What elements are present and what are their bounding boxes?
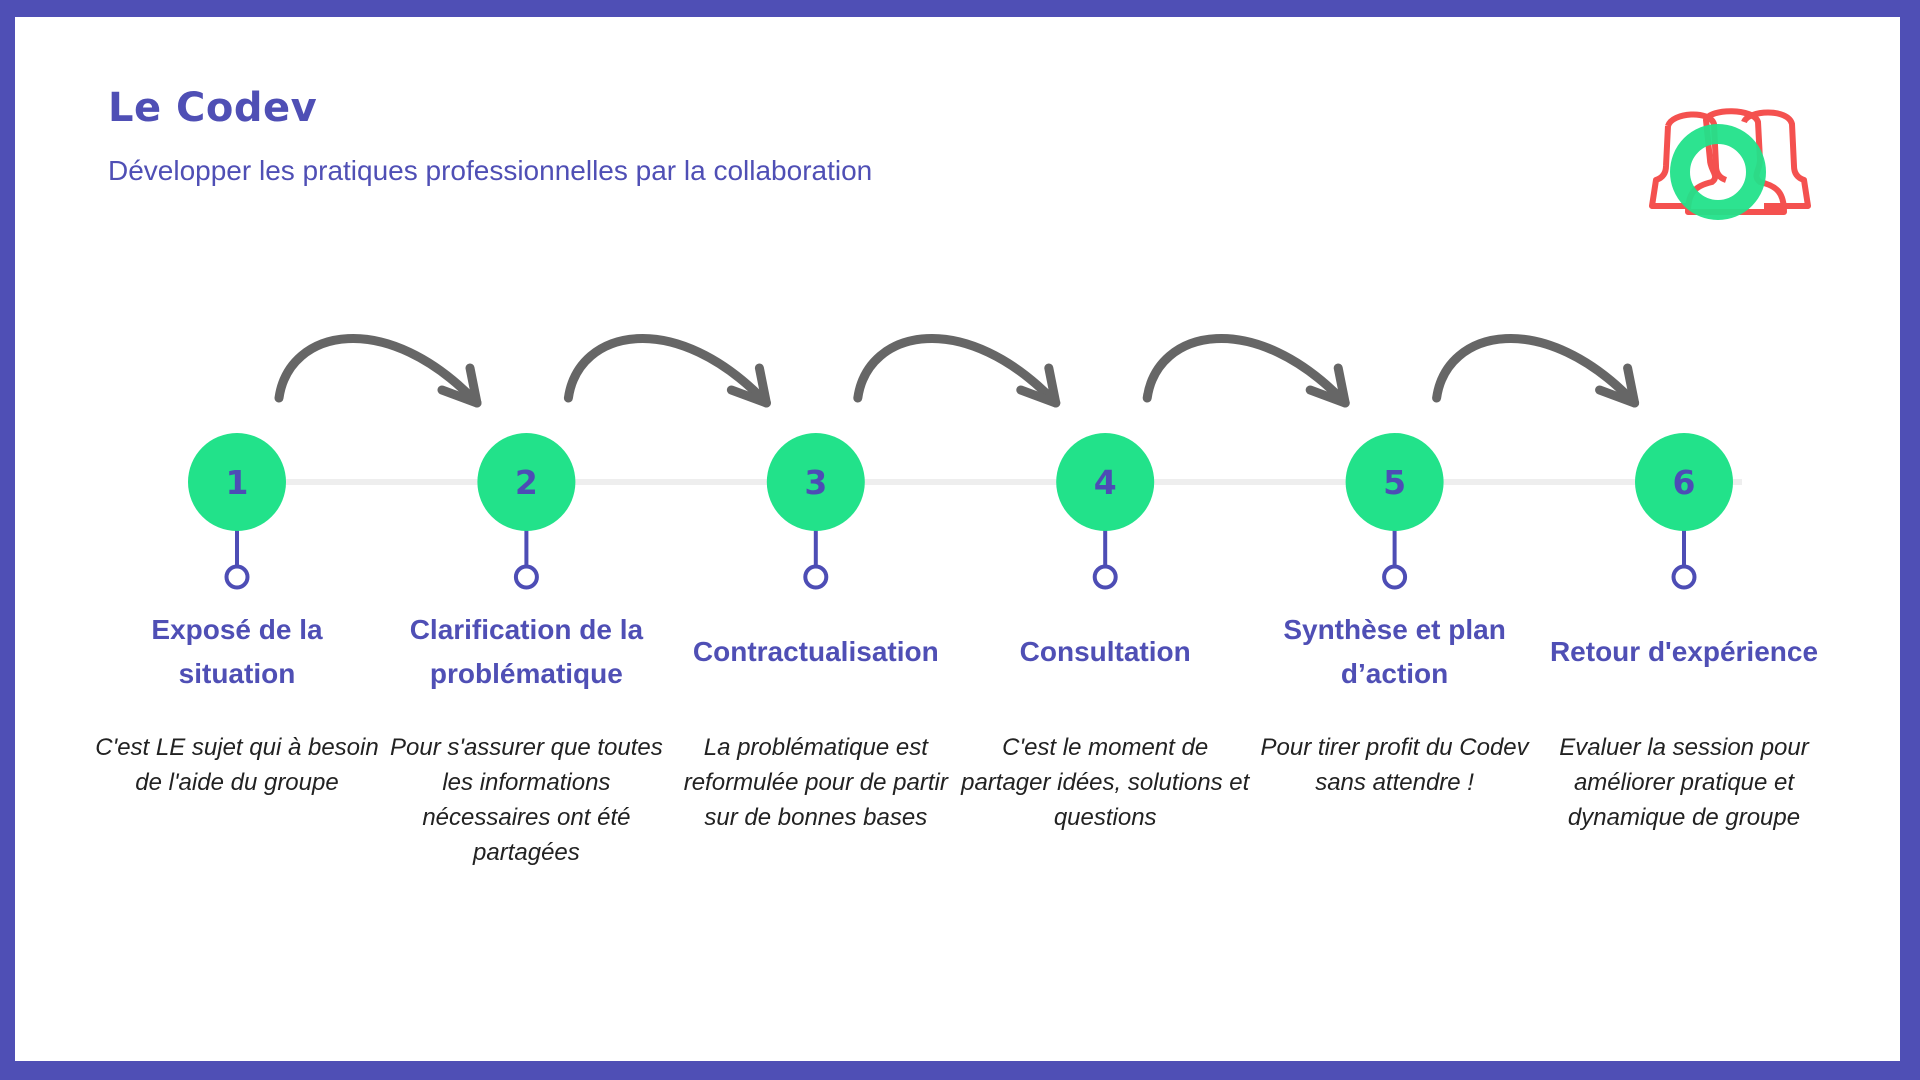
step-title: Exposé de la situation [151, 614, 323, 689]
step-title: Clarification de la problématique [409, 614, 644, 689]
step-number: 3 [804, 463, 827, 502]
step-node-ring [224, 564, 250, 590]
step-circle [1635, 433, 1733, 531]
step-description: C'est le moment de partager idées, solut… [961, 734, 1250, 831]
step-number: 6 [1673, 463, 1696, 502]
arrowhead-icon [1305, 363, 1350, 408]
curved-arrow-icon [853, 334, 1061, 408]
arrowhead-icon [1016, 363, 1061, 408]
step-number: 5 [1383, 463, 1406, 502]
step-title: Retour d'expérience [1549, 636, 1819, 667]
step-circle [188, 433, 286, 531]
curved-arrow-icon [563, 334, 771, 408]
step-description: Pour tirer profit du Codev sans attendre… [1260, 734, 1529, 796]
step-title: Consultation [1019, 636, 1191, 667]
step-circle [1056, 433, 1155, 531]
step-circle [766, 433, 865, 531]
step-circle [477, 433, 576, 531]
step-node-ring [1382, 564, 1408, 590]
step-title: Synthèse et plan d’action [1283, 614, 1506, 689]
step-description: La problématique est reformulée pour de … [683, 734, 948, 831]
step-node-ring [1671, 564, 1697, 590]
slide-background [15, 17, 1900, 1061]
step-number: 2 [515, 463, 538, 502]
step-3: Contractualisation La problématique est r… [671, 608, 961, 835]
step-title: Contractualisation [692, 636, 939, 667]
step-number: 4 [1094, 463, 1117, 502]
step-node-ring [513, 564, 539, 590]
step-node-ring [803, 564, 829, 590]
step-circle [1345, 433, 1444, 531]
curved-arrow-icon [1432, 334, 1640, 408]
curved-arrow-icon [1142, 334, 1350, 408]
page-title: Le Codev [108, 85, 318, 131]
step-description: Pour s'assurer que toutes les informatio… [390, 734, 663, 866]
arrowhead-icon [437, 363, 482, 408]
step-description: C'est LE sujet qui à besoin de l'aide du… [95, 734, 379, 796]
arrowhead-icon [726, 363, 771, 408]
page-subtitle: Développer les pratiques professionnelle… [108, 155, 873, 186]
step-node-ring [1092, 564, 1118, 590]
curved-arrow-icon [274, 334, 482, 408]
step-description: Evaluer la session pour améliorer pratiq… [1559, 734, 1809, 831]
arrowhead-icon [1595, 363, 1640, 408]
step-number: 1 [226, 463, 249, 502]
team-people-icon [1649, 108, 1811, 220]
